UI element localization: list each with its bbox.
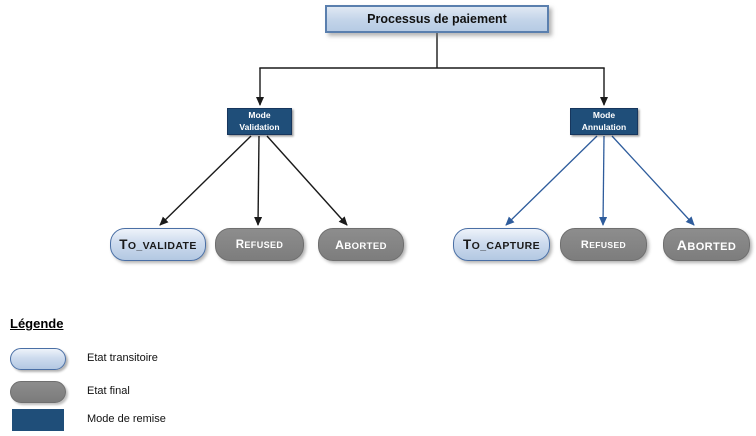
state-label: REFUSED	[580, 238, 627, 251]
state-to-capture: TO_CAPTURE	[453, 228, 550, 261]
state-label: REFUSED	[235, 238, 284, 251]
legend-title: Légende	[10, 316, 64, 331]
mode-validation-line2: Validation	[239, 121, 280, 132]
state-aborted-validation: ABORTED	[318, 228, 404, 261]
state-label: ABORTED	[335, 237, 387, 252]
state-aborted-annulation: ABORTED	[663, 228, 750, 261]
mode-validation-node: Mode Validation	[227, 108, 292, 135]
legend-swatch-mode-remise	[12, 409, 64, 431]
mode-annulation-line1: Mode	[592, 110, 616, 121]
edge-validation-to-aborted	[266, 135, 348, 226]
mode-annulation-line2: Annulation	[581, 121, 627, 132]
root-node-label: Processus de paiement	[367, 12, 507, 26]
legend-label-final: Etat final	[87, 385, 130, 397]
legend-label-mode-remise: Mode de remise	[87, 413, 166, 425]
edge-validation-to-refused	[254, 135, 263, 226]
edge-annulation-to-to-capture	[505, 135, 598, 226]
state-label: TO_CAPTURE	[463, 237, 540, 252]
edge-annulation-to-aborted	[611, 135, 695, 226]
state-label: TO_VALIDATE	[119, 237, 197, 252]
state-to-validate: TO_VALIDATE	[110, 228, 206, 261]
edge-validation-to-to-validate	[159, 135, 252, 226]
state-refused-annulation: REFUSED	[560, 228, 647, 261]
legend-label-transitional: Etat transitoire	[87, 352, 158, 364]
mode-annulation-node: Mode Annulation	[570, 108, 638, 135]
root-node-processus-de-paiement: Processus de paiement	[325, 5, 549, 33]
state-label: ABORTED	[676, 236, 737, 253]
legend-swatch-transitional	[10, 348, 66, 370]
edge-annulation-to-refused	[599, 135, 608, 226]
mode-validation-line1: Mode	[248, 110, 271, 121]
state-refused-validation: REFUSED	[215, 228, 304, 261]
legend-swatch-final	[10, 381, 66, 403]
